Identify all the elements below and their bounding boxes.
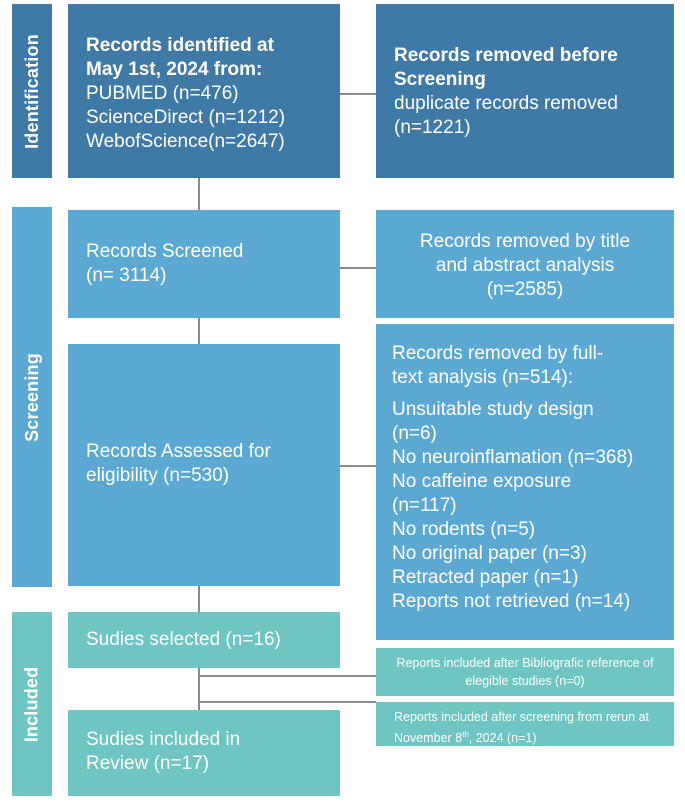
side-label-identification-text: Identification xyxy=(21,33,42,149)
connector-identified-to-removed xyxy=(340,93,376,95)
rerun-line-1: Reports included after screening from xyxy=(394,710,603,724)
removed-title-line-1: Records removed by title xyxy=(419,231,631,252)
reason-not-retrieved: Reports not retrieved (n=14) xyxy=(392,591,631,612)
removed-full-head-1: Records removed by full- xyxy=(392,343,604,364)
records-removed-before-title-2: Screening xyxy=(394,69,486,90)
reports-biblio-box: Reports included after Bibliografic refe… xyxy=(376,648,674,696)
connector-assessed-to-selected xyxy=(198,586,200,612)
biblio-line-2: reference of elegible studies (n=0) xyxy=(465,656,654,688)
connector-rerun xyxy=(198,701,376,703)
side-label-included: Included xyxy=(12,612,52,796)
removed-title-count: (n=2585) xyxy=(486,279,564,300)
duplicates-text: duplicate records removed xyxy=(394,93,618,114)
records-identified-title-2: May 1st, 2024 from: xyxy=(86,59,263,80)
rerun-line-2-pre: rerun at November 8 xyxy=(394,710,650,746)
source-webofscience: WebofScience(n=2647) xyxy=(86,131,285,152)
records-assessed-box: Records Assessed for eligibility (n=530) xyxy=(68,344,340,586)
biblio-line-1: Reports included after Bibliografic xyxy=(396,656,584,670)
records-screened-box: Records Screened (n= 3114) xyxy=(68,210,340,318)
connector-selected-to-final xyxy=(198,668,200,710)
connector-identified-to-screened xyxy=(198,178,200,210)
records-assessed-label: Records Assessed for xyxy=(86,441,271,462)
reason-original-paper: No original paper (n=3) xyxy=(392,543,587,564)
side-label-identification: Identification xyxy=(12,4,52,178)
reason-caffeine-count: (n=117) xyxy=(392,495,457,516)
rerun-line-2-sup: th xyxy=(462,730,469,739)
source-sciencedirect: ScienceDirect (n=1212) xyxy=(86,107,286,128)
rerun-line-2: rerun at November 8th, 2024 (n=1) xyxy=(394,710,649,745)
reason-retracted: Retracted paper (n=1) xyxy=(392,567,579,588)
records-identified-title-1: Records identified at xyxy=(86,35,274,56)
connector-screened-to-removed-title xyxy=(340,267,376,269)
studies-selected-box: Sudies selected (n=16) xyxy=(68,612,340,668)
side-label-screening: Screening xyxy=(12,207,52,587)
studies-included-line-1: Sudies included in xyxy=(86,729,241,750)
records-screened-label: Records Screened xyxy=(86,241,244,262)
reports-rerun-box: Reports included after screening from re… xyxy=(376,702,674,746)
records-screened-count: (n= 3114) xyxy=(86,265,167,286)
reason-neuroinflamation: No neuroinflamation (n=368) xyxy=(392,447,634,468)
studies-included-box: Sudies included in Review (n=17) xyxy=(68,710,340,796)
reason-study-design-count: (n=6) xyxy=(392,423,437,444)
connector-screened-to-assessed xyxy=(198,318,200,344)
reason-rodents: No rodents (n=5) xyxy=(392,519,536,540)
records-removed-before-title-1: Records removed before xyxy=(394,45,618,66)
rerun-line-2-post: , 2024 (n=1) xyxy=(468,731,537,746)
records-removed-title-box: Records removed by title and abstract an… xyxy=(376,210,674,318)
side-label-included-text: Included xyxy=(21,666,42,742)
records-assessed-count: eligibility (n=530) xyxy=(86,465,230,486)
reason-caffeine: No caffeine exposure xyxy=(392,471,572,492)
studies-included-line-2: Review (n=17) xyxy=(86,753,210,774)
connector-biblio xyxy=(198,675,376,677)
duplicates-count: (n=1221) xyxy=(394,117,471,138)
side-label-screening-text: Screening xyxy=(21,352,42,442)
records-removed-before-box: Records removed before Screening duplica… xyxy=(376,4,674,178)
records-identified-box: Records identified at May 1st, 2024 from… xyxy=(68,4,340,178)
records-removed-full-box: Records removed by full- text analysis (… xyxy=(376,324,674,640)
connector-assessed-to-removed-full xyxy=(340,465,376,467)
studies-selected-text: Sudies selected (n=16) xyxy=(86,629,281,650)
removed-title-line-2: and abstract analysis xyxy=(435,255,615,276)
removed-full-head-2: text analysis (n=514): xyxy=(392,367,574,388)
reason-study-design: Unsuitable study design xyxy=(392,399,594,420)
source-pubmed: PUBMED (n=476) xyxy=(86,83,239,104)
